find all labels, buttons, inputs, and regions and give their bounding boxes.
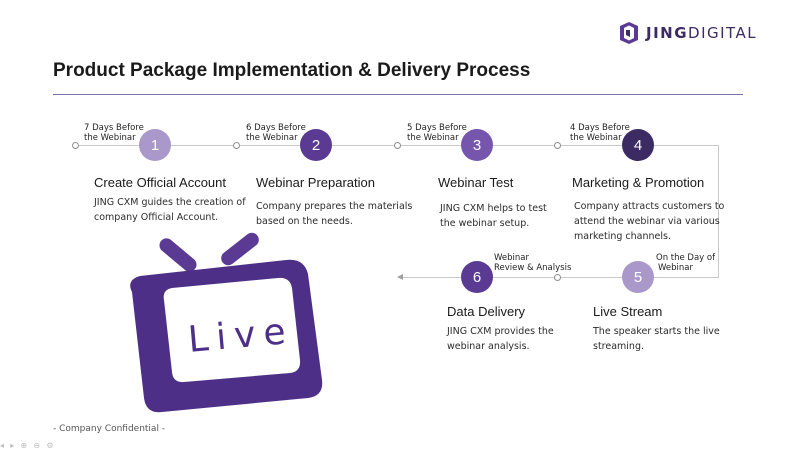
timeline-arrow-icon xyxy=(397,274,403,280)
timeline-dot xyxy=(394,142,401,149)
timeline-dot xyxy=(72,142,79,149)
page-title: Product Package Implementation & Deliver… xyxy=(53,60,531,81)
step-2-title: Webinar Preparation xyxy=(256,175,375,190)
slide-controls-icon[interactable]: ◂ ▸ ⊕ ⊖ ⚙ xyxy=(0,441,56,450)
step-6-title: Data Delivery xyxy=(447,304,526,319)
timeline-dot xyxy=(233,142,240,149)
step-4-title: Marketing & Promotion xyxy=(572,175,705,190)
step-6-number: 6 xyxy=(461,261,493,293)
step-5-number: 5 xyxy=(622,261,654,293)
live-tv-icon: Live xyxy=(130,232,323,413)
tv-live-label: Live xyxy=(187,311,296,361)
step-5-title: Live Stream xyxy=(593,304,663,319)
title-divider xyxy=(53,94,743,95)
timeline-dot xyxy=(554,142,561,149)
timeline-dot xyxy=(554,274,561,281)
step-1-number: 1 xyxy=(139,129,171,161)
confidential-footer: - Company Confidential - xyxy=(53,424,166,434)
step-3-number: 3 xyxy=(461,129,493,161)
brand-logo-icon xyxy=(620,22,638,44)
step-1-title: Create Official Account xyxy=(94,175,226,190)
step-3-title: Webinar Test xyxy=(438,175,514,190)
step-4-number: 4 xyxy=(622,129,654,161)
step-2-number: 2 xyxy=(300,129,332,161)
timeline-line-right xyxy=(718,145,719,278)
brand-logo: JINGDIGITAL xyxy=(618,22,757,44)
brand-name: JINGDIGITAL xyxy=(646,24,758,42)
